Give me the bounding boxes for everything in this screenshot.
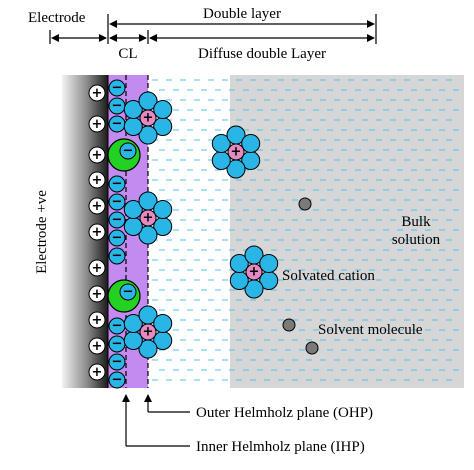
cation-core: [139, 209, 157, 227]
adsorbed-anion: [108, 175, 126, 193]
hydration-molecule: [153, 314, 173, 333]
anion-sign: −: [112, 355, 123, 370]
positive-charge-sign: +: [92, 148, 103, 163]
positive-charge-sign: +: [92, 173, 103, 188]
electrode-positive-charges: + + + + + + + + + + +: [88, 84, 106, 381]
positive-charge: [88, 84, 106, 102]
green-ion-anion: [119, 142, 137, 160]
bulk-label-line2: solution: [392, 232, 441, 248]
bulk-label-line1: Bulk: [401, 214, 431, 230]
anion-sign: −: [112, 177, 123, 192]
hydration-molecule: [123, 314, 143, 333]
positive-charge: [88, 363, 106, 381]
double-layer-label: Double layer: [203, 6, 281, 22]
adsorbed-anion: [108, 229, 126, 247]
positive-charge-sign: +: [92, 225, 103, 240]
hydration-molecule: [153, 200, 173, 219]
anion-sign: −: [112, 319, 123, 334]
anion-sign: −: [123, 285, 134, 300]
cation-core: [139, 323, 157, 341]
ihp-label: Inner Helmholz plane (IHP): [196, 439, 365, 455]
hydration-molecule: [123, 217, 143, 236]
solvent-molecules: [282, 197, 319, 355]
solvent-molecule-label: Solvent molecule: [318, 322, 423, 338]
solvated-cation: +: [123, 191, 173, 245]
adsorbed-anion: [108, 371, 126, 389]
positive-charge-sign: +: [92, 117, 103, 132]
hydration-molecule: [123, 200, 143, 219]
solvated-cation: +: [211, 125, 261, 179]
hydration-molecule: [241, 134, 261, 153]
positive-charge-sign: +: [92, 287, 103, 302]
adsorbed-anion: [108, 79, 126, 97]
hydration-molecule: [153, 100, 173, 119]
compact-layer-anions: − − − − − − − − − − − −: [108, 79, 126, 389]
solvent-molecule: [282, 318, 296, 332]
positive-charge-sign: +: [92, 339, 103, 354]
hydration-molecule: [211, 151, 231, 170]
anion-sign: −: [112, 373, 123, 388]
anion-sign: −: [112, 249, 123, 264]
positive-charge: [88, 197, 106, 215]
positive-charge-sign: +: [92, 199, 103, 214]
cation-sign: +: [249, 265, 260, 280]
adsorbed-anion: [108, 353, 126, 371]
solvent-dash-pattern: [152, 79, 459, 381]
positive-charge: [88, 146, 106, 164]
positive-charge: [88, 311, 106, 329]
adsorbed-anion: [108, 193, 126, 211]
anion-sign: −: [112, 213, 123, 228]
hydration-molecule: [123, 117, 143, 136]
anion-sign: −: [112, 195, 123, 210]
adsorbed-anion: [108, 211, 126, 229]
hydration-molecule: [123, 331, 143, 350]
cation-sign: +: [143, 111, 154, 126]
specifically-adsorbed-ions: −−: [107, 138, 141, 313]
positive-charge: [88, 285, 106, 303]
hydration-molecule: [229, 254, 249, 273]
positive-charge: [88, 259, 106, 277]
positive-charge-sign: +: [92, 86, 103, 101]
hydration-molecule: [211, 134, 231, 153]
anion-sign: −: [112, 337, 123, 352]
adsorbed-anion: [108, 247, 126, 265]
solvated-cation: +: [229, 245, 279, 299]
electrode-label: Electrode: [28, 10, 86, 26]
hydration-molecule: [229, 271, 249, 290]
solvated-cation: +: [123, 305, 173, 359]
ohp-label: Outer Helmholz plane (OHP): [196, 405, 373, 421]
cation-core: [245, 263, 263, 281]
positive-charge-sign: +: [92, 365, 103, 380]
positive-charge-sign: +: [92, 313, 103, 328]
solvent-molecule: [298, 197, 312, 211]
cation-core: [139, 109, 157, 127]
anion-sign: −: [123, 144, 134, 159]
cation-core: [227, 143, 245, 161]
anion-sign: −: [112, 81, 123, 96]
cation-sign: +: [231, 145, 242, 160]
solvated-cation: +: [123, 91, 173, 145]
hydration-molecule: [123, 100, 143, 119]
anion-sign: −: [112, 117, 123, 132]
positive-charge: [88, 115, 106, 133]
cl-label: CL: [118, 46, 137, 62]
green-ion-anion: [119, 283, 137, 301]
positive-charge: [88, 337, 106, 355]
cation-sign: +: [143, 211, 154, 226]
positive-charge: [88, 171, 106, 189]
hydration-molecule: [259, 254, 279, 273]
solvent-molecule: [305, 341, 319, 355]
positive-charge-sign: +: [92, 261, 103, 276]
bulk-region: [230, 75, 464, 388]
electrode-side-label: Electrode +ve: [34, 190, 50, 274]
diffuse-layer-label: Diffuse double Layer: [198, 46, 326, 62]
anion-sign: −: [112, 99, 123, 114]
solvated-cations: + + + + +: [123, 91, 279, 359]
cation-sign: +: [143, 325, 154, 340]
anion-sign: −: [112, 231, 123, 246]
solvated-cation-label: Solvated cation: [282, 268, 375, 284]
positive-charge: [88, 223, 106, 241]
